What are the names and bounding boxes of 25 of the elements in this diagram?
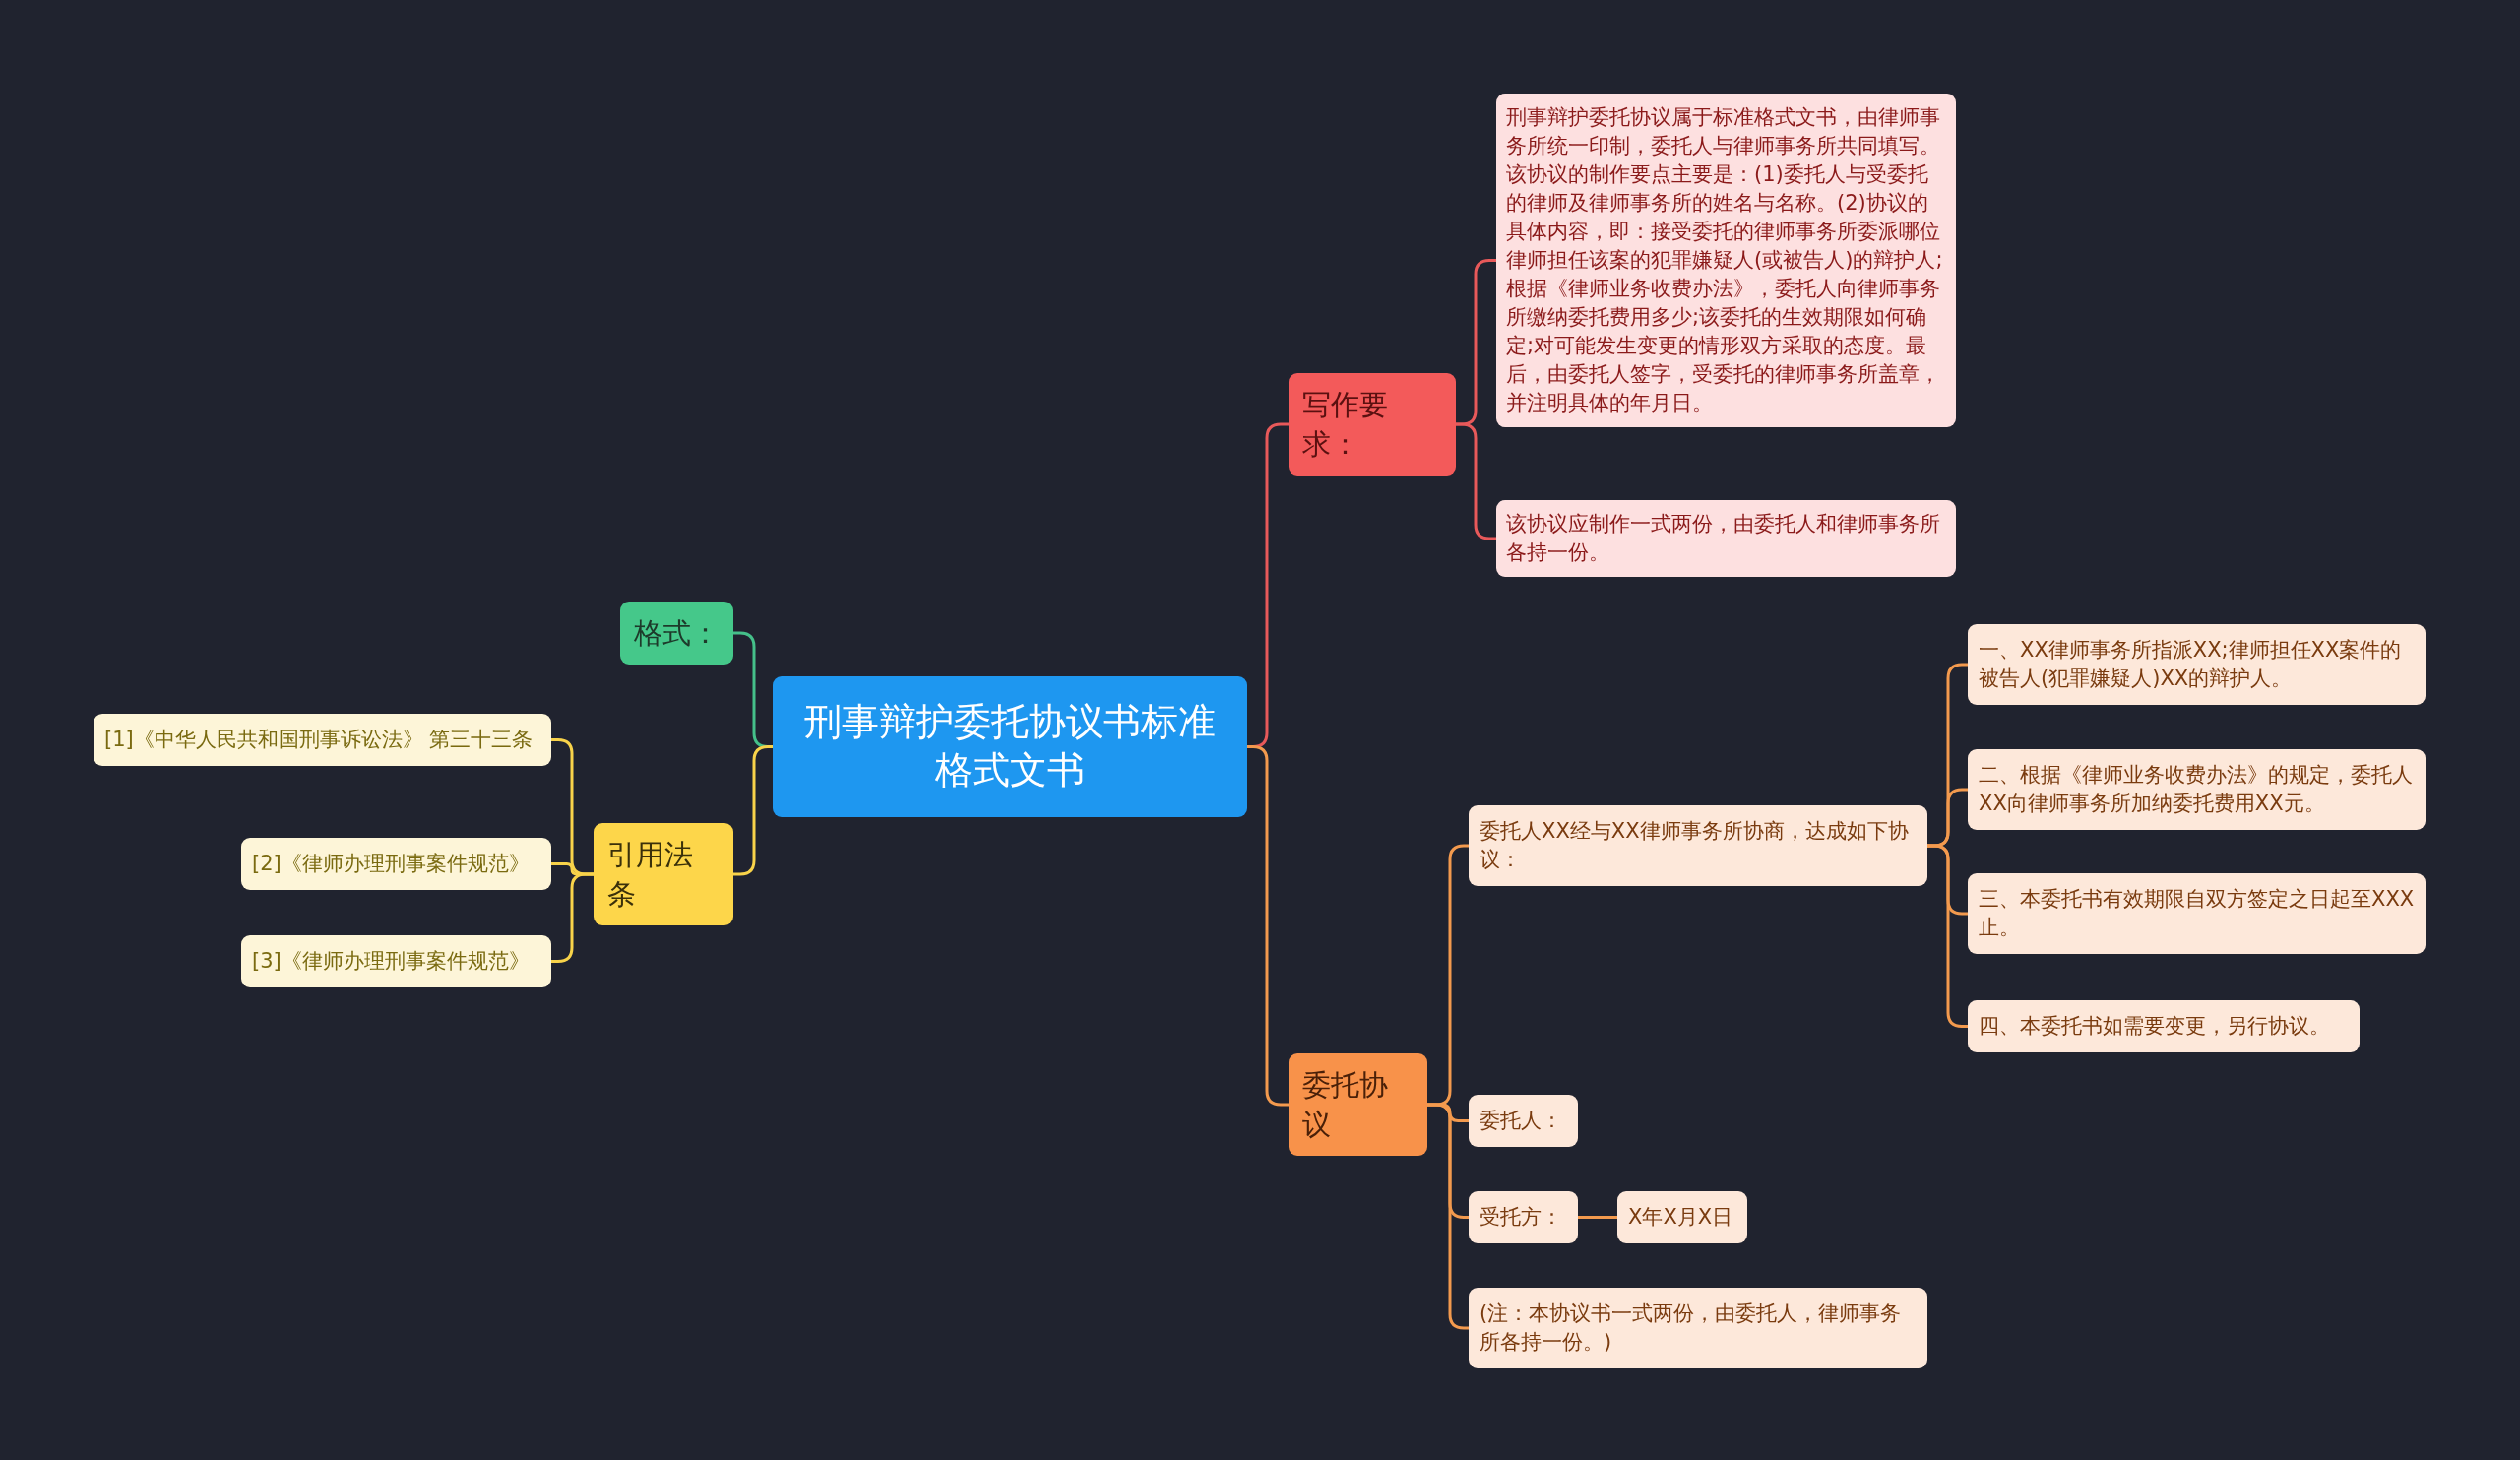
central-topic-box: 刑事辩护委托协议书标准格式文书 <box>773 676 1247 817</box>
subtopic-box: 该协议应制作一式两份，由委托人和律师事务所各持一份。 <box>1496 500 1956 577</box>
subtopic-box: 委托人XX经与XX律师事务所协商，达成如下协议： <box>1469 805 1927 886</box>
connector-line <box>1456 422 1496 540</box>
branch-topic-box: 委托协议 <box>1289 1053 1427 1157</box>
subtopic-box: 委托人： <box>1469 1095 1578 1147</box>
subtopic-box: [3]《律师办理刑事案件规范》 <box>241 935 551 987</box>
branch-topic-box: 引用法条 <box>594 823 733 926</box>
subtopic-box: 四、本委托书如需要变更，另行协议。 <box>1968 1000 2360 1052</box>
branch-topic-box: 格式： <box>620 602 733 665</box>
subtopic-box: 一、XX律师事务所指派XX;律师担任XX案件的被告人(犯罪嫌疑人)XX的辩护人。 <box>1968 624 2426 705</box>
subtopic-box: [2]《律师办理刑事案件规范》 <box>241 838 551 890</box>
connector-line <box>551 872 594 963</box>
subtopic-box: X年X月X日 <box>1617 1191 1747 1243</box>
subtopic-box: (注：本协议书一式两份，由委托人，律师事务所各持一份。) <box>1469 1288 1927 1368</box>
connector-line <box>1427 1103 1469 1330</box>
subtopic-box: 三、本委托书有效期限自双方签定之日起至XXX止。 <box>1968 873 2426 954</box>
connector-line <box>1247 745 1289 1107</box>
connector-line <box>733 745 773 876</box>
subtopic-box: 受托方： <box>1469 1191 1578 1243</box>
subtopic-box: [1]《中华人民共和国刑事诉讼法》 第三十三条 <box>94 714 551 766</box>
subtopic-box: 二、根据《律师业务收费办法》的规定，委托人XX向律师事务所加纳委托费用XX元。 <box>1968 749 2426 830</box>
subtopic-box: 刑事辩护委托协议属于标准格式文书，由律师事务所统一印制，委托人与律师事务所共同填写。该协议的制作要点主要是：(1)委托人与受委托的律师及律师事务所的姓名与名称。(2)协议的具体内容，即：接受委托的律师事务所委派哪位律师担任该案的犯罪嫌疑人(或被告人)的辩护人;根据《律师业务收费办法》，委托人向律师事务所缴纳委托费用多少;该委托的生效期限如何确定;对可能发生变更的情形双方采取的态度。最后，由委托人签字，受委托的律师事务所盖章，并注明具体的年月日。 <box>1496 94 1956 427</box>
connector-line <box>1578 1216 1617 1219</box>
branch-topic-box: 写作要求： <box>1289 373 1456 476</box>
